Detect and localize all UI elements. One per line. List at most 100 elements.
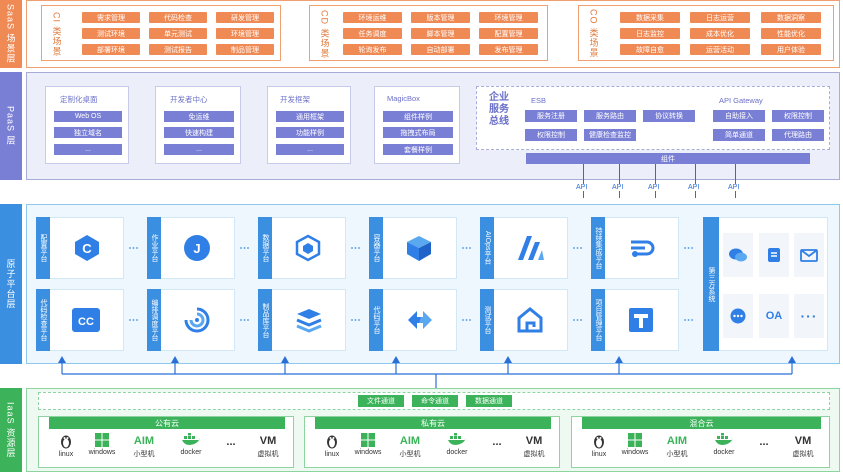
gateway-item[interactable]: 代理路由 [772,129,824,141]
saas-item[interactable]: 脚本管理 [411,28,470,39]
api-label: API [575,184,589,191]
saas-item[interactable]: 故障自愈 [620,44,680,55]
paas-box-magicbox: MagicBox 组件样例 拖拽式布局 套餐样例 [374,86,460,164]
saas-item[interactable]: 测试环境 [82,28,140,39]
codecheck-platform-icon: CC [72,308,100,332]
chat-tile[interactable] [723,294,753,338]
channel-tag[interactable]: 命令通道 [412,395,458,407]
gateway-item[interactable]: 权限控制 [772,110,824,122]
paas-item[interactable]: ... [164,144,234,155]
saas-item[interactable]: 环境管理 [216,28,274,39]
cloud-item[interactable]: linux [317,433,347,458]
cloud-item[interactable]: docker [175,433,207,456]
esb-item[interactable]: 服务路由 [584,110,636,122]
component-bar[interactable]: 组件 [526,153,810,164]
saas-item[interactable]: 性能优化 [761,28,821,39]
platform-label: 编排调度平台 [147,289,161,351]
saas-item[interactable]: 版本管理 [411,12,470,23]
aiops-platform-icon [518,236,544,260]
windows-icon [628,433,642,447]
connector-lines [58,356,796,392]
esb-item[interactable]: 服务注册 [525,110,577,122]
cloud-item-label: windows [621,449,649,456]
mail-tile[interactable] [794,233,824,277]
esb-item[interactable]: 权限控制 [525,129,577,141]
doc-tile[interactable] [759,233,789,277]
saas-item[interactable]: 运营活动 [690,44,750,55]
saas-item[interactable]: 环境管理 [479,12,538,23]
platform-label: 数据平台 [258,217,272,279]
esb-item[interactable]: 协议转换 [643,110,695,122]
saas-item[interactable]: 发布管理 [479,44,538,55]
paas-item[interactable]: ... [276,144,344,155]
paas-layer-label: PaaS 层 [0,72,22,180]
wechat-tile[interactable] [723,233,753,277]
esb-item[interactable]: 健康检查监控 [584,129,636,141]
channel-tag[interactable]: 数据通道 [466,395,512,407]
cloud-item-label: windows [88,449,116,456]
oa-tile[interactable]: OA [759,294,789,338]
paas-item[interactable]: 快速构建 [164,127,234,138]
saas-item[interactable]: 配置管理 [479,28,538,39]
saas-group-ci: CI 类场景 需求管理 代码检查 研发管理 测试环境 单元测试 环境管理 部署环… [41,5,281,61]
paas-item[interactable]: 套餐样例 [383,144,453,155]
cloud-item[interactable]: windows [351,433,385,456]
saas-item[interactable]: 研发管理 [216,12,274,23]
paas-item[interactable]: 组件样例 [383,111,453,122]
saas-item[interactable]: 代码检查 [149,12,207,23]
container-platform-icon [407,236,431,261]
cloud-item-label: docker [713,449,735,456]
saas-item[interactable]: 数据洞察 [761,12,821,23]
cloud-item[interactable]: docker [708,433,740,456]
channel-tag[interactable]: 文件通道 [358,395,404,407]
cloud-item[interactable]: linux [51,433,81,458]
gateway-item[interactable]: 简单通道 [713,129,765,141]
docker-icon [715,433,733,445]
saas-item[interactable]: 单元测试 [149,28,207,39]
platform-card-artifact[interactable] [258,289,346,351]
paas-item[interactable]: Web OS [54,111,122,122]
saas-item[interactable]: 测试报告 [149,44,207,55]
svg-text:CC: CC [78,316,94,328]
saas-item[interactable]: 日志运营 [690,12,750,23]
saas-item[interactable]: 部署环境 [82,44,140,55]
saas-item[interactable]: 成本优化 [690,28,750,39]
platform-label: AIOps平台 [480,217,494,279]
cloud-item[interactable]: windows [85,433,119,456]
saas-item[interactable]: 自动部署 [411,44,470,55]
cloud-item-label: 虚拟机 [792,451,814,458]
cloud-item[interactable]: linux [584,433,614,458]
saas-item[interactable]: 日志监控 [620,28,680,39]
saas-item[interactable]: 轮询发布 [343,44,402,55]
paas-item[interactable]: 功能样例 [276,127,344,138]
api-label: API [611,184,625,191]
paas-box-framework: 开发框架 通用框架 功能样例 ... [267,86,351,164]
paas-item[interactable]: 独立域名 [54,127,122,138]
cloud-item[interactable]: docker [441,433,473,456]
saas-item[interactable]: 任务调度 [343,28,402,39]
saas-group-cd: CD 类场景 环境运维 版本管理 环境管理 任务调度 脚本管理 配置管理 轮询发… [309,5,548,61]
gateway-item[interactable]: 自助接入 [713,110,765,122]
paas-item[interactable]: 免运维 [164,111,234,122]
paas-item[interactable]: 通用框架 [276,111,344,122]
cloud-item[interactable]: windows [618,433,652,456]
saas-item[interactable]: 用户体验 [761,44,821,55]
vm-icon: VM [259,435,277,447]
more-tile[interactable]: ··· [794,294,824,338]
saas-item[interactable]: 数据采集 [620,12,680,23]
paas-item[interactable]: 拖拽式布局 [383,127,453,138]
saas-item[interactable]: 需求管理 [82,12,140,23]
paas-item[interactable]: ... [54,144,122,155]
platform-card-data[interactable] [258,217,346,279]
saas-item[interactable]: 环境运维 [343,12,402,23]
artifact-platform-icon [296,309,322,333]
platform-label: 配置平台 [36,217,50,279]
saas-item[interactable]: 制品管理 [216,44,274,55]
